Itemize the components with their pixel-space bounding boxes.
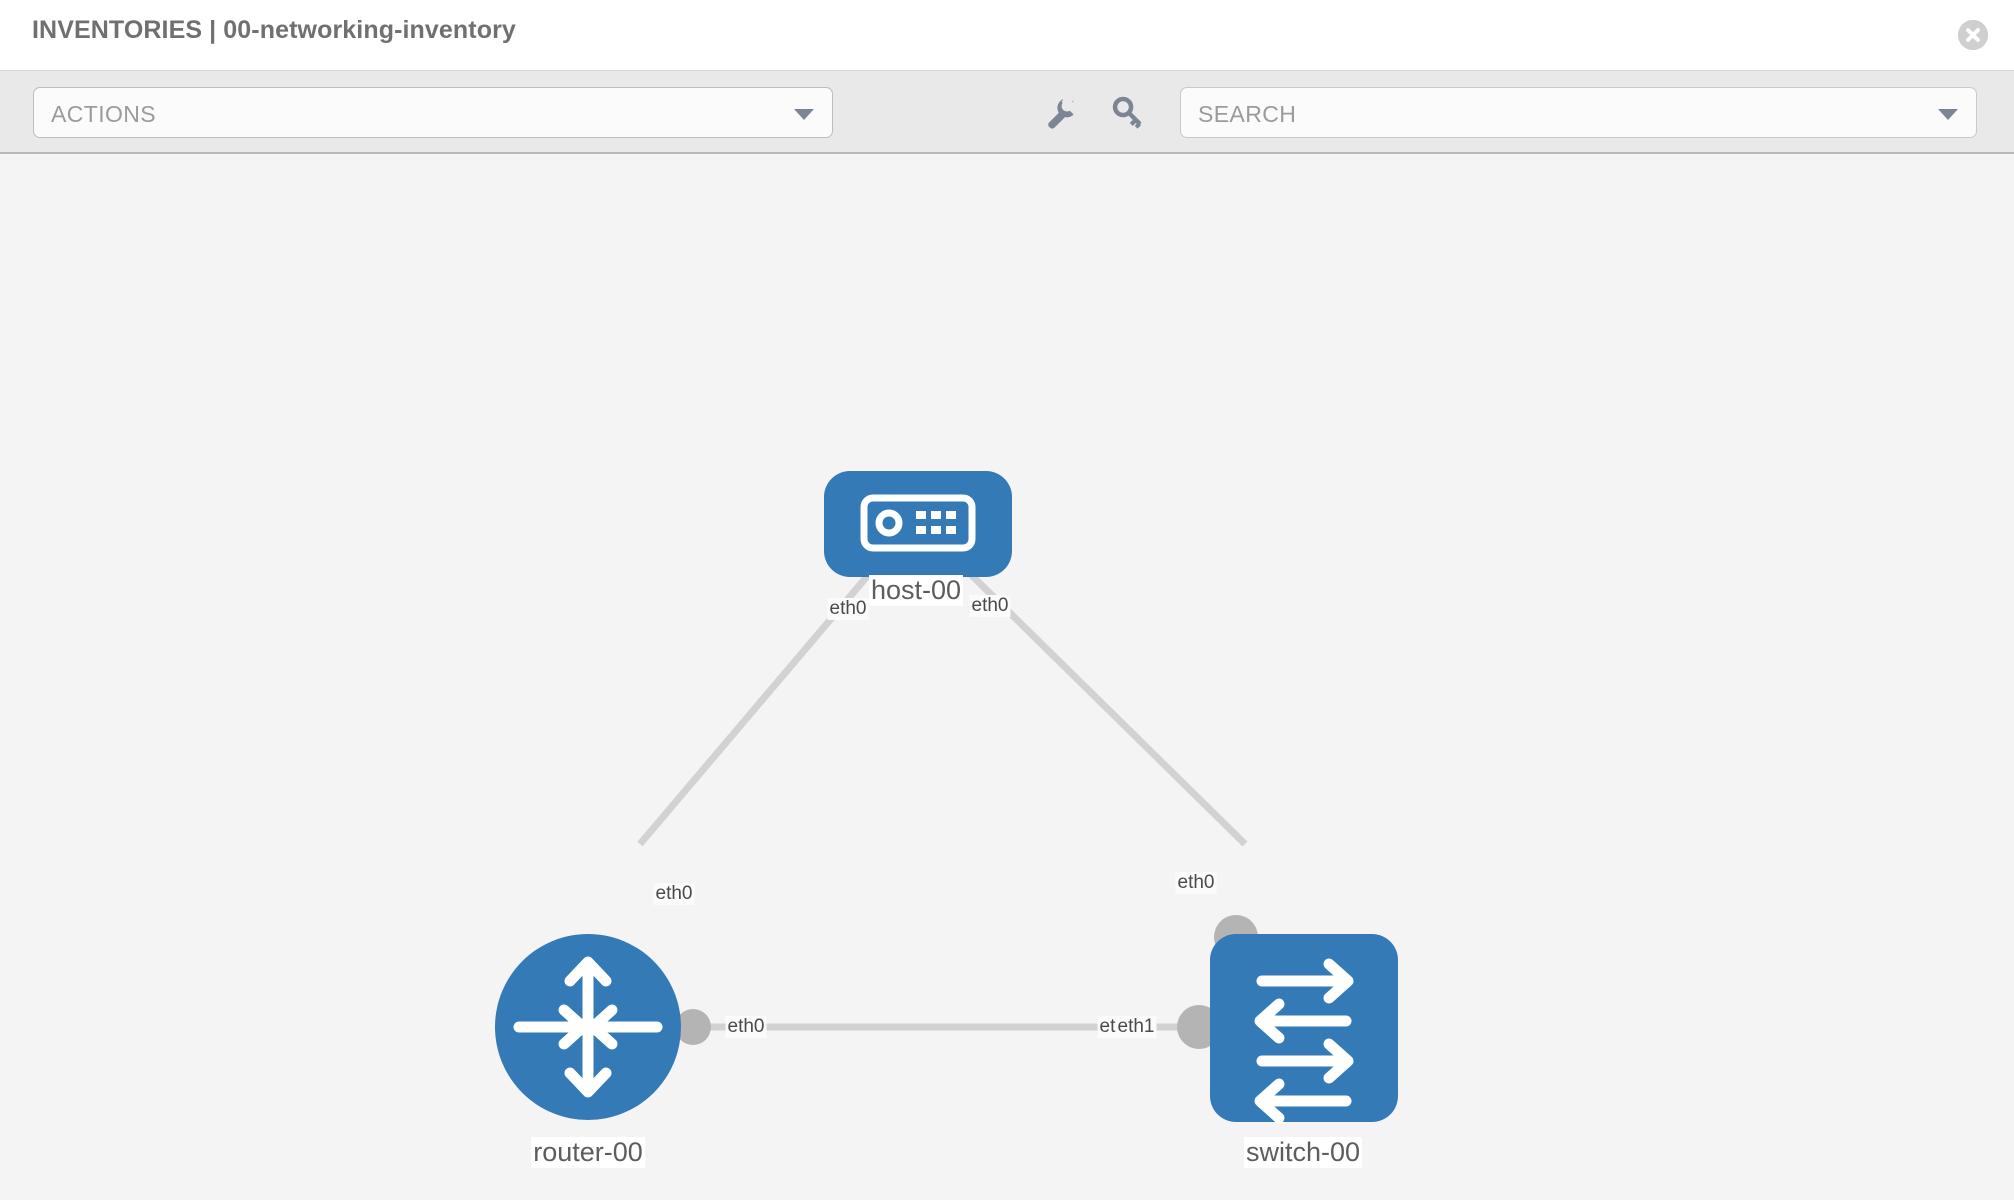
- node-switch-00[interactable]: [1210, 934, 1398, 1124]
- edge-label-interface: eth1: [1115, 1016, 1157, 1038]
- switch-arrows-icon: [1254, 958, 1354, 1124]
- key-icon: [1112, 96, 1142, 129]
- search-placeholder-label: SEARCH: [1198, 101, 1297, 127]
- topology-canvas[interactable]: eth0 eth0 eth0 eth0 eth0 eth0 eth1 host-…: [0, 154, 2014, 1200]
- wrench-icon: [1048, 93, 1075, 129]
- topology-edges: [637, 551, 1248, 1031]
- edge-label-interface: eth0: [969, 595, 1011, 617]
- actions-dropdown-label: ACTIONS: [51, 101, 157, 127]
- edge-label-interface: eth0: [1175, 872, 1217, 894]
- node-host-00[interactable]: [824, 471, 1012, 577]
- node-label-host-00: host-00: [868, 575, 964, 606]
- connector-dot: [675, 1009, 711, 1045]
- page-title: INVENTORIES | 00-networking-inventory: [32, 16, 516, 44]
- close-icon: [1958, 20, 1988, 50]
- edge-label-interface: eth0: [827, 598, 869, 620]
- router-arrows-icon: [513, 956, 663, 1098]
- toolbar: ACTIONS SEARCH: [0, 71, 2014, 154]
- page-header: INVENTORIES | 00-networking-inventory: [0, 0, 2014, 71]
- topology-connectors: [675, 538, 1258, 1049]
- wrench-button[interactable]: [1040, 91, 1082, 133]
- chevron-down-icon: [1938, 109, 1958, 120]
- chevron-down-icon: [794, 109, 814, 120]
- topology-graph: [495, 471, 1398, 1124]
- key-button[interactable]: [1107, 91, 1149, 133]
- server-appliance-icon: [860, 494, 976, 552]
- node-router-00[interactable]: [495, 934, 681, 1120]
- node-label-switch-00: switch-00: [1243, 1137, 1363, 1168]
- edge-label-interface: eth0: [653, 883, 695, 905]
- close-button[interactable]: [1958, 20, 1988, 50]
- node-label-router-00: router-00: [531, 1137, 645, 1168]
- edge-label-interface: eth0: [725, 1016, 767, 1038]
- search-input[interactable]: SEARCH: [1180, 87, 1977, 138]
- actions-dropdown[interactable]: ACTIONS: [33, 87, 833, 138]
